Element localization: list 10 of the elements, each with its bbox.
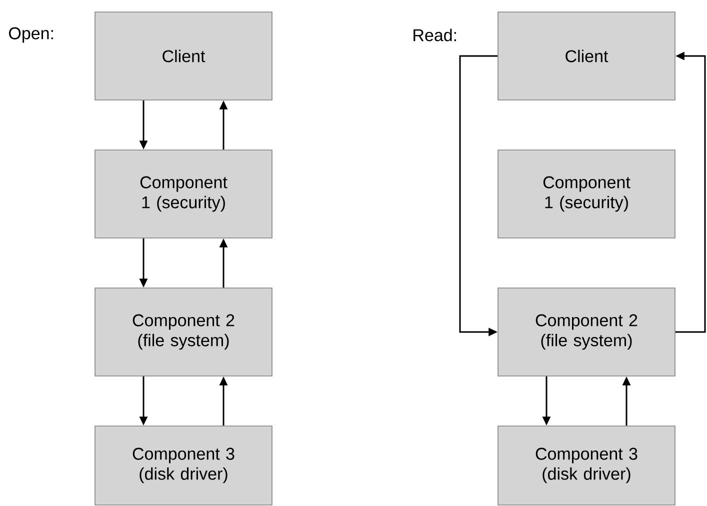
component-box: Component 3 (disk driver) (94, 426, 272, 506)
component-box: Component 2 (file system) (498, 288, 676, 376)
component-box: Component 1 (security) (498, 150, 676, 238)
component-box: Component 3 (disk driver) (498, 426, 676, 506)
panel-label: Read: (414, 28, 456, 42)
component-box: Client (498, 12, 676, 100)
component-box: Component 1 (security) (94, 150, 272, 238)
component-box: Client (94, 12, 272, 100)
panel-label: Open: (9, 27, 53, 43)
component-box: Component 2 (file system) (94, 288, 272, 376)
